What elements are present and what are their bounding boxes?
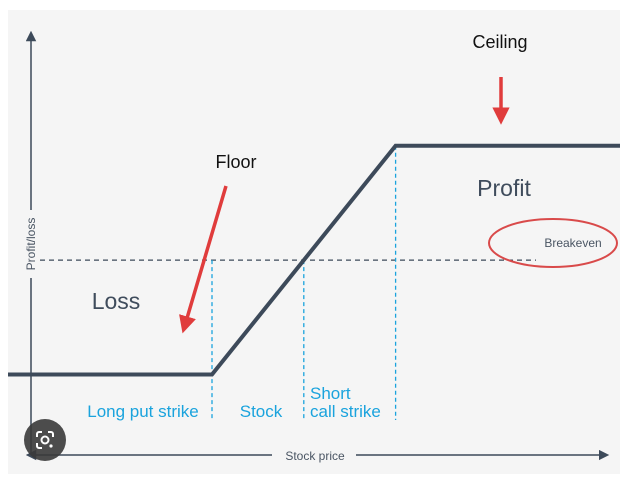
strike-label-long-put: Long put strike [87, 402, 199, 421]
strike-label-short-call-line2: call strike [310, 402, 381, 421]
google-lens-icon[interactable] [24, 419, 66, 461]
floor-arrow [179, 185, 228, 334]
strike-label-stock: Stock [240, 402, 283, 421]
floor-annotation: Floor [215, 152, 256, 172]
profit-region-label: Profit [477, 175, 531, 201]
strike-label-short-call-line1: Short [310, 384, 351, 403]
breakeven-circle [488, 218, 618, 268]
y-axis-label-gap [23, 210, 39, 278]
strike-lines [211, 145, 397, 420]
chart-background [8, 10, 620, 474]
breakeven-label-gap [536, 233, 608, 253]
ceiling-annotation: Ceiling [472, 32, 527, 52]
y-axis-label: Profit/loss [24, 218, 38, 271]
x-axis-label: Stock price [285, 449, 345, 463]
x-axis-label-gap [272, 446, 356, 464]
breakeven-label: Breakeven [544, 236, 601, 250]
loss-region-label: Loss [92, 288, 141, 314]
payoff-line [8, 143, 620, 377]
camera-icon [36, 431, 54, 449]
